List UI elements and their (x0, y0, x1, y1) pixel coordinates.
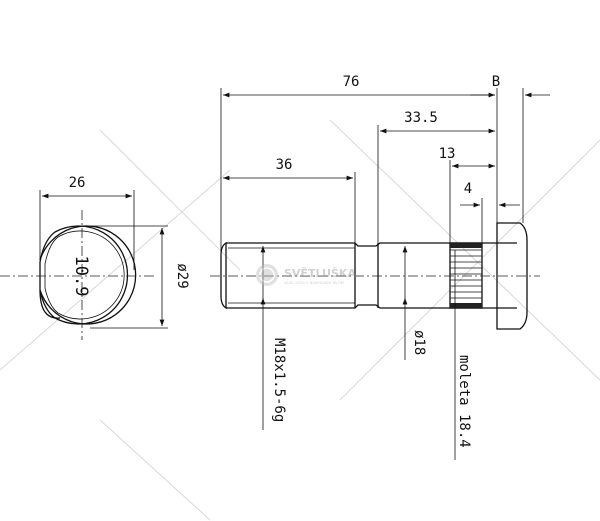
dim-thread-length: 36 (276, 157, 293, 173)
dim-knurl-length: 13 (439, 146, 456, 162)
end-view (0, 190, 168, 340)
watermark-logo: SVĚTLUŠKA VAŠE CESTA K NÁHRADNÍM DÍLŮM (256, 264, 356, 286)
dim-flat-width: 26 (69, 175, 86, 191)
watermark-brand: SVĚTLUŠKA (284, 267, 356, 280)
dimension-lines (220, 88, 550, 460)
dim-body-length: 33.5 (404, 110, 438, 126)
knurl-spec-label: moleta 18.4 (456, 355, 472, 448)
dim-total-length: 76 (343, 74, 360, 90)
dim-shank-diameter: ø18 (411, 330, 427, 355)
dim-head-offset: 4 (464, 181, 472, 197)
thread-spec-label: M18x1.5-6g (271, 338, 287, 422)
side-view (210, 222, 540, 330)
watermark-tagline: VAŠE CESTA K NÁHRADNÍM DÍLŮM (284, 280, 344, 285)
dim-head-diameter: ø29 (174, 263, 190, 288)
dim-head-width: B (492, 74, 500, 90)
watermark-lines (0, 119, 600, 521)
strength-class-label: 10.9 (71, 256, 91, 297)
